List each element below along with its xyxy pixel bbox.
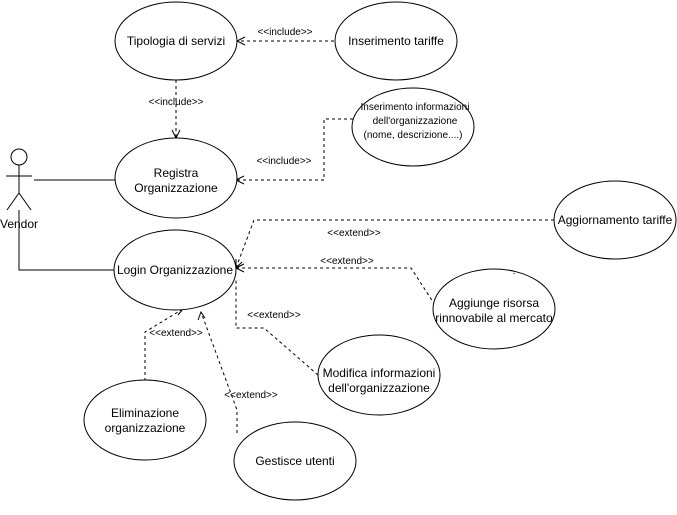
- actor-head: [10, 148, 28, 166]
- actor-label: Vendor: [0, 217, 38, 231]
- extend-label-modifica: <<extend>>: [247, 310, 301, 321]
- stray-dot: .: [513, 266, 516, 277]
- label-tipologia-di-servizi: Tipologia di servizi: [127, 34, 225, 48]
- label-modifica-line-2: dell'organizzazione: [328, 381, 430, 395]
- extend-label-eliminazione: <<extend>>: [149, 328, 203, 339]
- include-line-info-registra: [236, 118, 353, 181]
- extend-line-modifica-login: [235, 278, 319, 376]
- association-vendor-login: [18, 210, 115, 271]
- use-case-modifica-informazioni: [317, 334, 441, 416]
- extend-arrowhead-login-gestisce: [197, 310, 206, 321]
- extend-line-eliminazione-login: [144, 308, 184, 387]
- extend-label-aggiunge: <<extend>>: [320, 256, 374, 267]
- use-case-tipologia-di-servizi: [114, 1, 238, 81]
- actor-body: [6, 165, 32, 211]
- use-case-aggiunge-risorsa: [432, 268, 556, 350]
- label-inserimento-tariffe: Inserimento tariffe: [348, 34, 444, 48]
- label-inserimento-info-line-2: dell'organizzazione: [373, 116, 458, 127]
- extend-label-gestisce: <<extend>>: [224, 390, 278, 401]
- use-case-inserimento-informazioni: [351, 87, 475, 167]
- extend-line-aggiornamento-login: [235, 219, 554, 269]
- label-eliminazione-line-2: organizzazione: [105, 421, 186, 435]
- label-inserimento-info-line-3: (nome, descrizione....): [364, 130, 463, 141]
- include-label-info-registra: <<include>>: [256, 156, 311, 167]
- use-case-login-organizzazione: [113, 229, 237, 311]
- label-login-organizzazione: Login Organizzazione: [117, 263, 233, 277]
- vendor-actor: [6, 148, 32, 211]
- label-aggiunge-line-1: Aggiunge risorsa: [449, 296, 539, 310]
- use-case-registra-organizzazione: [114, 137, 238, 219]
- use-case-aggiornamento-tariffe: [553, 180, 677, 260]
- label-registra-line-1: Registra: [154, 166, 199, 180]
- extend-line-aggiunge-login: [236, 267, 436, 306]
- label-inserimento-info-line-1: Inserimento informazioni: [361, 102, 470, 113]
- use-case-gestisce-utenti: [233, 421, 357, 501]
- label-registra-line-2: Organizzazione: [134, 181, 218, 195]
- include-label-tariffe-tipologia: <<include>>: [257, 27, 312, 38]
- label-eliminazione-line-1: Eliminazione: [111, 406, 179, 420]
- label-modifica-line-1: Modifica informazioni: [323, 366, 436, 380]
- include-label-tipologia-registra: <<include>>: [148, 97, 203, 108]
- extend-line-gestisce-login: [200, 311, 238, 433]
- label-gestisce-utenti: Gestisce utenti: [255, 454, 334, 468]
- label-aggiornamento-tariffe: Aggiornamento tariffe: [558, 213, 673, 227]
- use-case-inserimento-tariffe: [334, 1, 458, 81]
- extend-label-aggiornamento: <<extend>>: [327, 228, 381, 239]
- label-aggiunge-line-2: rinnovabile al mercato: [435, 311, 553, 325]
- use-case-eliminazione-organizzazione: [83, 379, 207, 461]
